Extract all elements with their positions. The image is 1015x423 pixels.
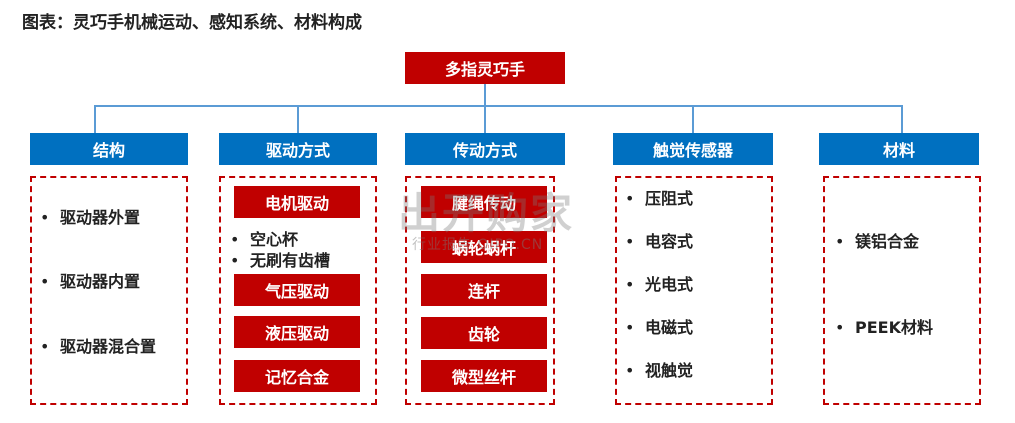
tactile-sensor-box (615, 176, 773, 405)
sensor-item: 电容式 (625, 228, 693, 252)
connector-structure (94, 105, 96, 133)
material-item: 镁铝合金 (835, 228, 919, 252)
category-material: 材料 (819, 133, 979, 165)
transmission-option: 齿轮 (421, 317, 547, 349)
drive-subitem: 无刷有齿槽 (230, 247, 330, 271)
category-structure: 结构 (30, 133, 188, 165)
category-tactile-sensor: 触觉传感器 (613, 133, 773, 165)
page-title: 图表：灵巧手机械运动、感知系统、材料构成 (22, 13, 362, 33)
sensor-item: 电磁式 (625, 314, 693, 338)
watermark-text: 行业报告 OIPO.CN (412, 237, 544, 253)
connector-transmission (484, 105, 486, 133)
structure-item: 驱动器混合置 (40, 333, 156, 357)
connector-drive (297, 105, 299, 133)
sensor-item: 压阻式 (625, 185, 693, 209)
category-drive: 驱动方式 (219, 133, 377, 165)
connector-horizontal (94, 105, 903, 107)
category-transmission: 传动方式 (405, 133, 565, 165)
connector-sensor (692, 105, 694, 133)
watermark-logo: 出开购家 (398, 189, 575, 238)
root-node: 多指灵巧手 (405, 52, 565, 84)
sensor-item: 视触觉 (625, 357, 693, 381)
material-item: PEEK材料 (835, 314, 933, 338)
drive-option: 液压驱动 (234, 316, 360, 348)
drive-option: 电机驱动 (234, 186, 360, 218)
transmission-option: 腱绳传动 (421, 186, 547, 218)
connector-root-stem (484, 84, 486, 106)
drive-option: 气压驱动 (234, 274, 360, 306)
structure-item: 驱动器内置 (40, 268, 140, 292)
material-box (823, 176, 981, 405)
transmission-option: 连杆 (421, 274, 547, 306)
structure-item: 驱动器外置 (40, 204, 140, 228)
transmission-option: 蜗轮蜗杆 (421, 231, 547, 263)
connector-material (901, 105, 903, 133)
drive-option: 记忆合金 (234, 360, 360, 392)
structure-box (30, 176, 188, 405)
transmission-box (405, 176, 555, 405)
drive-box (219, 176, 377, 405)
transmission-option: 微型丝杆 (421, 360, 547, 392)
sensor-item: 光电式 (625, 271, 693, 295)
drive-subitem: 空心杯 (230, 226, 298, 250)
